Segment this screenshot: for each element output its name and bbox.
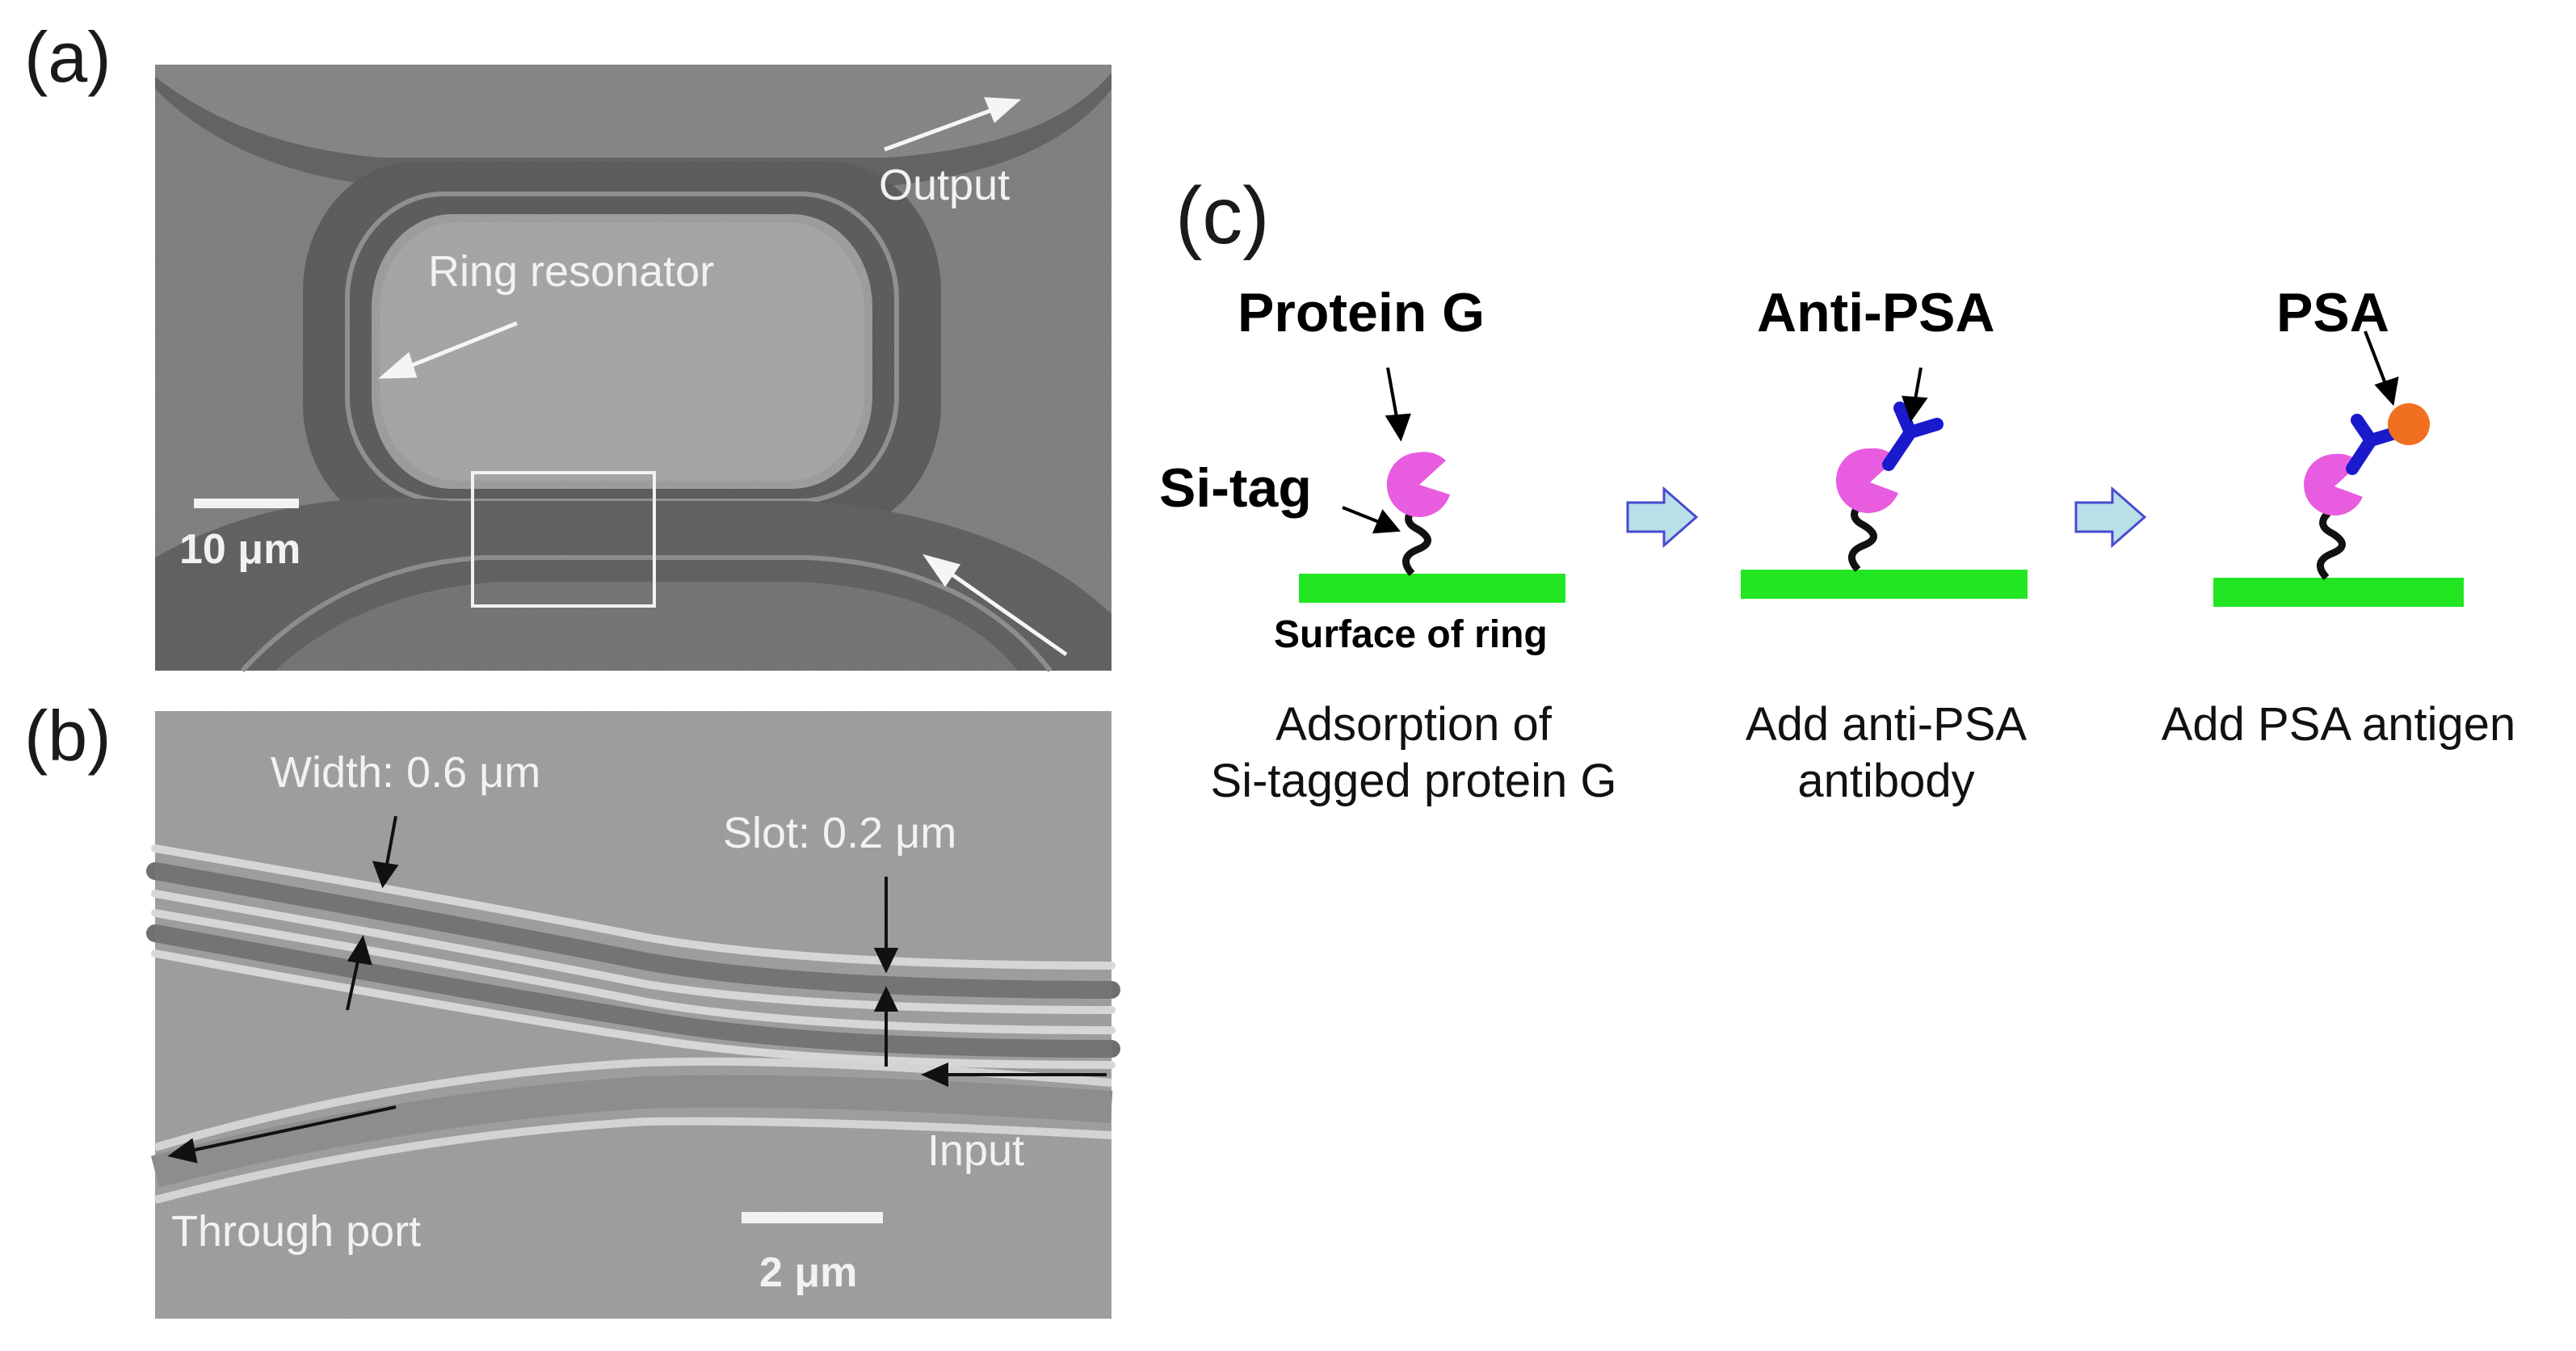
anti-psa-label: Anti-PSA [1757, 282, 1995, 343]
protein-g-3 [2304, 453, 2363, 516]
input-label: Input [927, 1126, 1025, 1175]
step-2-caption-line1: Add anti-PSA [1745, 698, 2028, 751]
ring-surface-1 [1299, 574, 1565, 603]
step-2-caption-line2: antibody [1797, 755, 1975, 807]
anti-psa-antibody-3 [2346, 414, 2404, 475]
panel-a-letter: (a) [24, 17, 111, 97]
width-arrowhead-bottom [347, 935, 372, 966]
panel-b-letter: (b) [24, 696, 111, 776]
step-2-caption: Add anti-PSA antibody [1684, 697, 2088, 810]
scale-bar-b [742, 1212, 883, 1223]
psa-antigen [2388, 403, 2430, 445]
output-label: Output [879, 161, 1011, 209]
through-port-label: Through port [171, 1207, 422, 1256]
through-arrowhead [167, 1138, 198, 1164]
protein-g-label: Protein G [1238, 282, 1486, 343]
input-arrowhead-b [921, 1062, 948, 1088]
protein-g-2 [1835, 448, 1898, 513]
step-1-caption: Adsorption of Si-tagged protein G [1163, 697, 1664, 810]
protein-g-1 [1386, 452, 1450, 517]
si-tag-linker-1 [1402, 506, 1431, 577]
step-1-caption-line2: Si-tagged protein G [1210, 755, 1617, 807]
scale-label-b: 2 μm [759, 1249, 858, 1296]
panel-a-image [155, 65, 1112, 673]
width-arrowhead-top [372, 861, 399, 889]
si-tag-arrowhead [1372, 509, 1401, 534]
protein-g-arrowhead [1385, 413, 1411, 442]
step-3-diagram [2213, 330, 2464, 607]
step-1-caption-line1: Adsorption of [1275, 698, 1552, 751]
scale-label-a: 10 μm [179, 526, 301, 573]
slot-arrowhead-top [873, 948, 899, 974]
flow-arrow-2 [2074, 486, 2147, 549]
psa-label: PSA [2276, 282, 2389, 343]
step-3-caption-line1: Add PSA antigen [2161, 698, 2516, 751]
panel-c-letter: (c) [1175, 170, 1270, 261]
si-tag-label: Si-tag [1159, 457, 1312, 519]
anti-psa-antibody-2 [1882, 402, 1944, 471]
step-1-diagram [1299, 367, 1565, 603]
slot-arrowhead-bottom [873, 986, 899, 1012]
step-3-caption: Add PSA antigen [2120, 697, 2557, 753]
bus-waveguide [155, 498, 1112, 673]
anti-psa-arrowhead [1902, 395, 1928, 423]
ring-resonator-label: Ring resonator [428, 247, 715, 296]
ring-surface-3 [2213, 578, 2464, 607]
flow-arrow-1 [1626, 486, 1699, 549]
psa-arrowhead [2374, 377, 2399, 406]
ring-surface-2 [1741, 570, 2028, 599]
ring-resonator-structure [303, 162, 941, 533]
zoom-region-box [471, 471, 656, 608]
slot-label: Slot: 0.2 μm [723, 809, 957, 857]
width-label: Width: 0.6 μm [271, 748, 541, 797]
input-arrowhead-a [922, 553, 961, 587]
ring-arrowhead [378, 351, 418, 379]
surface-of-ring-label: Surface of ring [1274, 613, 1548, 656]
scale-bar-a [194, 499, 299, 508]
slot-waveguide [146, 844, 1120, 1069]
output-arrowhead [984, 97, 1022, 124]
step-2-diagram [1741, 367, 2028, 599]
